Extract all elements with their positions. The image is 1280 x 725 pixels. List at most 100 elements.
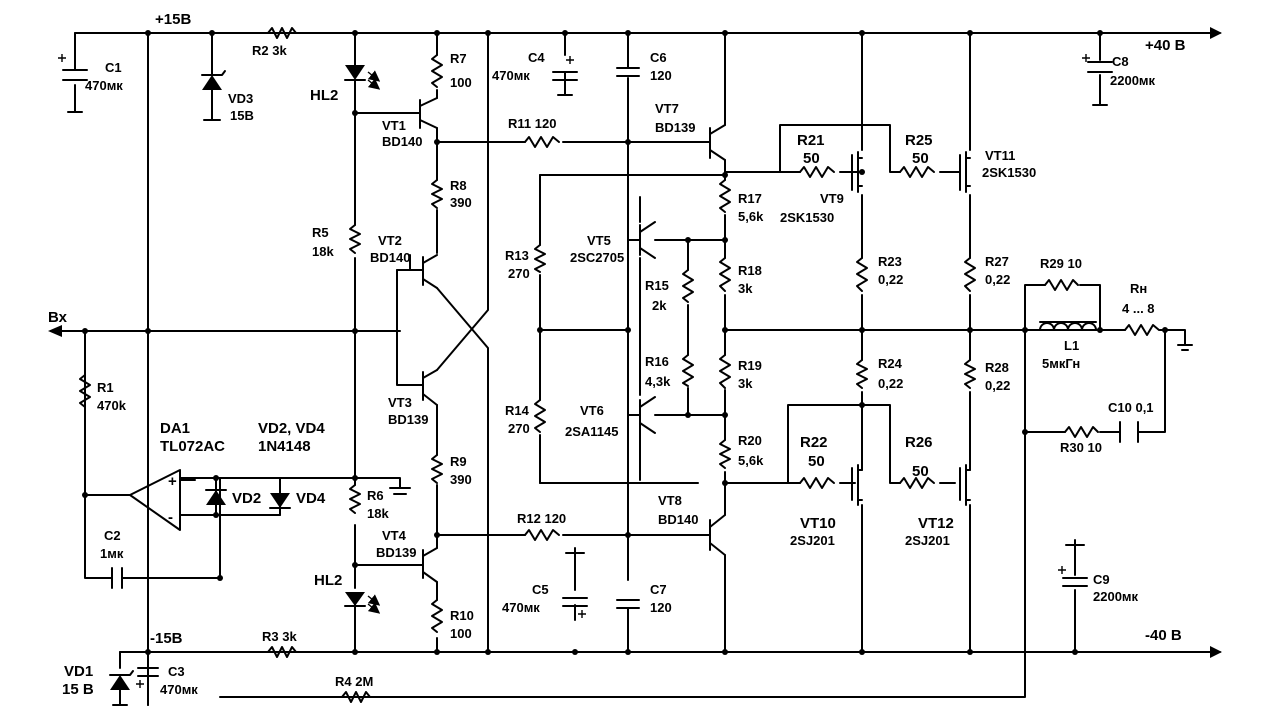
- transistor-VT2: [409, 254, 438, 289]
- resistor-R9: [431, 454, 443, 484]
- R10-value: 100: [450, 626, 472, 641]
- R14-ref: R14: [505, 403, 530, 418]
- resistor-R1: [79, 374, 91, 408]
- VT8-ref: VT8: [658, 493, 682, 508]
- R2-ref: R2 3k: [252, 43, 287, 58]
- led-HL2-bottom: [344, 592, 381, 614]
- VD1-ref: VD1: [64, 663, 93, 680]
- resistor-R11: [524, 136, 560, 148]
- RH-ref: Rн: [1130, 281, 1147, 296]
- R13-ref: R13: [505, 248, 529, 263]
- diodes: [109, 65, 381, 706]
- C6-value: 120: [650, 68, 672, 83]
- VT10-value: 2SJ201: [790, 533, 835, 548]
- resistor-R16: [682, 354, 694, 387]
- R30-ref: R30 10: [1060, 440, 1102, 455]
- opamp-DA1: + -: [129, 469, 196, 531]
- R22-ref: R22: [800, 434, 828, 451]
- rail-minus40-label: -40 В: [1145, 627, 1182, 644]
- R26-ref: R26: [905, 434, 933, 451]
- capacitor-C1: [58, 54, 88, 113]
- resistor-R29: [1044, 279, 1079, 291]
- wires: [61, 32, 1221, 706]
- resistor-R20: [719, 439, 731, 469]
- VT3-value: BD139: [388, 412, 428, 427]
- C5-ref: C5: [532, 582, 549, 597]
- R15-value: 2k: [652, 298, 667, 313]
- svg-text:+: +: [168, 473, 177, 490]
- C8-ref: C8: [1112, 54, 1129, 69]
- R8-value: 390: [450, 195, 472, 210]
- mosfet-VT10: [851, 464, 863, 506]
- R6-value: 18k: [367, 506, 389, 521]
- DA1-ref: DA1: [160, 420, 190, 437]
- minus40-arrow-icon: [1210, 646, 1222, 658]
- resistor-R12: [524, 529, 560, 541]
- C10-ref: C10 0,1: [1108, 400, 1154, 415]
- VD3-value: 15В: [230, 108, 254, 123]
- resistor-R7: [431, 54, 443, 88]
- junctions: [82, 30, 1168, 655]
- R24-value: 0,22: [878, 376, 903, 391]
- led-HL2-top: [344, 65, 381, 90]
- transistor-VT4: [409, 547, 438, 583]
- capacitor-C7: [616, 599, 640, 609]
- R29-ref: R29 10: [1040, 256, 1082, 271]
- VT9-ref: VT9: [820, 191, 844, 206]
- VT2-value: BD140: [370, 250, 410, 265]
- R11-ref: R11 120: [508, 116, 556, 131]
- R1-ref: R1: [97, 380, 114, 395]
- resistor-R24: [856, 359, 868, 389]
- C2-ref: C2: [104, 528, 121, 543]
- VT6-ref: VT6: [580, 403, 604, 418]
- R13-value: 270: [508, 266, 530, 281]
- R21-ref: R21: [797, 132, 825, 149]
- capacitor-C3: [136, 667, 159, 688]
- VD4-ref: VD4: [296, 490, 326, 507]
- R6-ref: R6: [367, 488, 384, 503]
- capacitor-C10: [1119, 421, 1139, 443]
- VT5-value: 2SC2705: [570, 250, 624, 265]
- transistor-VT1: [409, 97, 438, 129]
- VT7-ref: VT7: [655, 101, 679, 116]
- R1-value: 470k: [97, 398, 127, 413]
- R15-ref: R15: [645, 278, 669, 293]
- R19-value: 3k: [738, 376, 753, 391]
- input-arrow-icon: [48, 325, 62, 337]
- R28-ref: R28: [985, 360, 1009, 375]
- R5-value: 18k: [312, 244, 334, 259]
- HL2b-ref: HL2: [314, 572, 342, 589]
- R27-ref: R27: [985, 254, 1009, 269]
- input-label: Вх: [48, 309, 68, 326]
- R19-ref: R19: [738, 358, 762, 373]
- capacitor-C8: [1082, 54, 1113, 106]
- resistor-R5: [349, 224, 361, 254]
- rail-plus15-label: +15В: [155, 11, 191, 28]
- R14-value: 270: [508, 421, 530, 436]
- resistor-R25: [899, 166, 935, 178]
- VT1-ref: VT1: [382, 118, 406, 133]
- transistor-VT7: [697, 124, 726, 161]
- VT11-ref: VT11: [985, 148, 1015, 163]
- R4-ref: R4 2M: [335, 674, 373, 689]
- resistor-R10: [431, 599, 443, 633]
- C3-ref: C3: [168, 664, 185, 679]
- R28-value: 0,22: [985, 378, 1010, 393]
- resistor-R6: [349, 484, 361, 514]
- ground-icons: [389, 344, 1193, 495]
- transistor-VT5: [627, 221, 656, 259]
- VT12-ref: VT12: [918, 515, 954, 532]
- R17-value: 5,6k: [738, 209, 764, 224]
- C9-value: 2200мк: [1093, 589, 1139, 604]
- capacitor-C4: [552, 56, 578, 96]
- VT4-ref: VT4: [382, 528, 407, 543]
- resistor-R19: [719, 354, 731, 389]
- plus40-arrow-icon: [1210, 27, 1222, 39]
- VT5-ref: VT5: [587, 233, 611, 248]
- C6-ref: C6: [650, 50, 667, 65]
- labels: +15В -15В +40 В -40 В Вх C1 470мк VD3 15…: [48, 11, 1186, 698]
- zener-VD1: [109, 670, 134, 706]
- R21-value: 50: [803, 150, 820, 167]
